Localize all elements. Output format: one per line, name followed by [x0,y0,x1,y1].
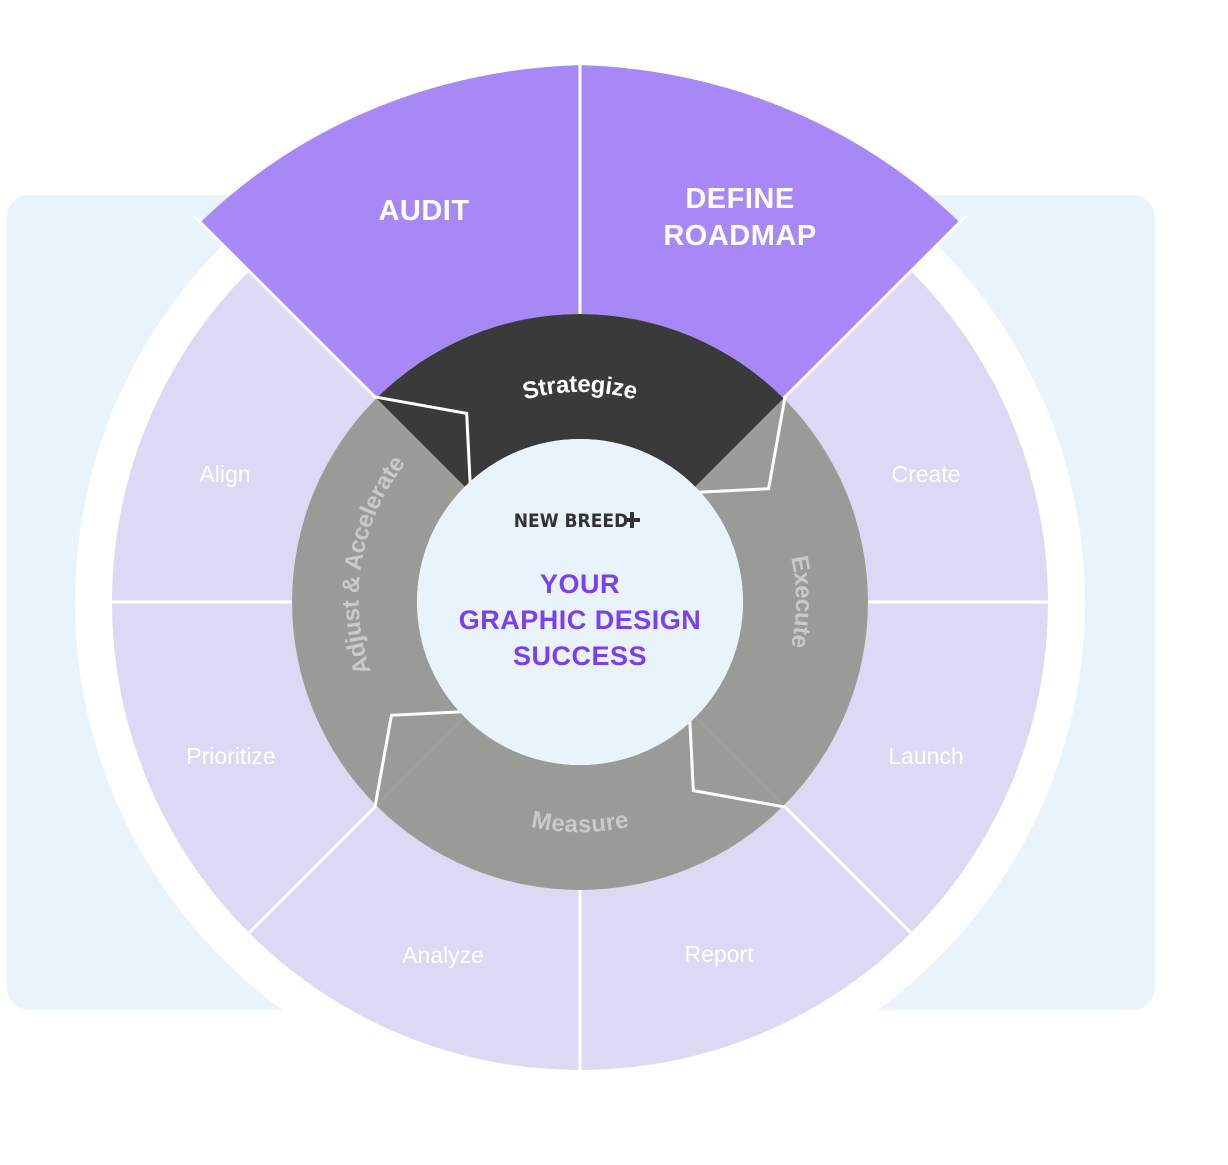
segment-label-create: Create [891,461,960,487]
outer-segment-prioritize [112,602,377,933]
outer-segment-align [112,271,377,602]
segment-divider [248,804,378,934]
segment-label-report: Report [684,941,754,967]
segment-divider [193,215,378,400]
phase-label-measure: Measure [529,807,630,839]
segment-label-align: Align [199,461,250,487]
phase-ring [292,314,869,890]
outer-segment-launch [783,602,1048,933]
outer-segment-analyze [249,805,580,1070]
outer-segment-create [783,271,1048,602]
phase-label-measure-path: Measure [529,807,630,839]
phase-label-execute: Execute [785,554,817,651]
outer-segments [112,65,1048,1070]
segment-label-define-roadmap-line1: DEFINE [685,183,794,215]
center-circle [417,439,743,765]
plus-icon [624,512,640,528]
segment-label-analyze: Analyze [402,942,484,968]
phase-label-execute-path: Execute [785,554,817,651]
segment-divider [782,804,912,934]
phase-arc-adjust-accelerate [292,398,465,806]
brand-name: NEW BREED [514,510,629,532]
center-title-line2: GRAPHIC DESIGN [459,605,702,635]
center-title-line1: YOUR [540,569,620,599]
segment-label-define-roadmap-line2: ROADMAP [663,220,816,252]
phase-arc-strategize [376,314,784,487]
phase-dividers [373,395,787,809]
center-content: NEW BREED YOUR GRAPHIC DESIGN SUCCESS [459,510,702,671]
segment-label-prioritize: Prioritize [186,743,275,769]
phase-divider [373,710,463,808]
outer-segment-report [580,805,911,1070]
phase-arc-measure [376,717,784,890]
plus-icon-v [630,512,634,528]
phase-divider [697,396,787,494]
segment-labels: AUDIT DEFINE ROADMAP Create Launch Repor… [186,183,963,968]
segment-label-launch: Launch [888,743,963,769]
outer-segment-define-roadmap [580,65,960,399]
outer-segment-audit [200,65,580,399]
segment-dividers [112,57,1048,1070]
center-title-line3: SUCCESS [513,641,647,671]
segment-divider [782,215,967,400]
phase-divider [688,719,786,809]
phase-arc-execute [695,398,869,806]
phase-divider [374,395,472,485]
segment-label-audit: AUDIT [378,195,469,227]
